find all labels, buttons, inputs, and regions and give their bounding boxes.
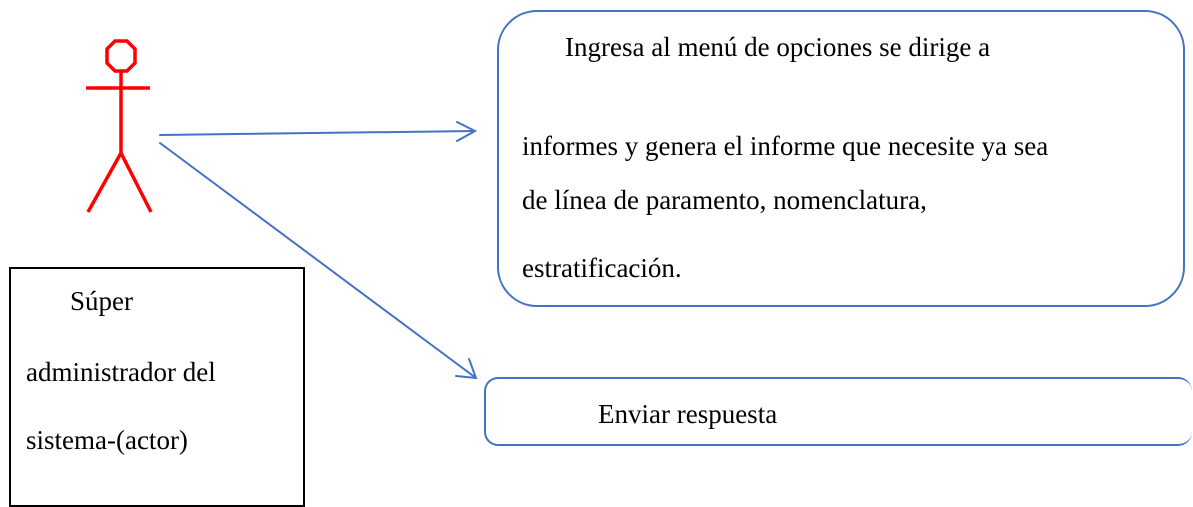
actor-stick-figure-icon <box>86 39 153 213</box>
response-box <box>484 377 1192 446</box>
actor-label-box <box>9 267 305 507</box>
actor-label-line-1: Súper <box>70 286 133 316</box>
actor-label-line-2: administrador del <box>26 357 216 387</box>
actor-head <box>105 39 137 73</box>
process-line-2: informes y genera el informe que necesit… <box>522 131 1049 161</box>
process-line-3: de línea de paramento, nomenclatura, <box>522 185 927 215</box>
process-line-1: Ingresa al menú de opciones se dirige a <box>565 32 991 62</box>
process-line-4: estratificación. <box>522 253 682 283</box>
actor-right-leg <box>119 152 153 213</box>
arrow-to-process <box>159 121 478 142</box>
arrow-to-response <box>159 142 478 380</box>
process-box <box>497 10 1185 307</box>
actor-left-leg <box>86 152 123 213</box>
actor-label-line-3: sistema-(actor) <box>26 425 188 455</box>
response-label: Enviar respuesta <box>598 399 778 429</box>
